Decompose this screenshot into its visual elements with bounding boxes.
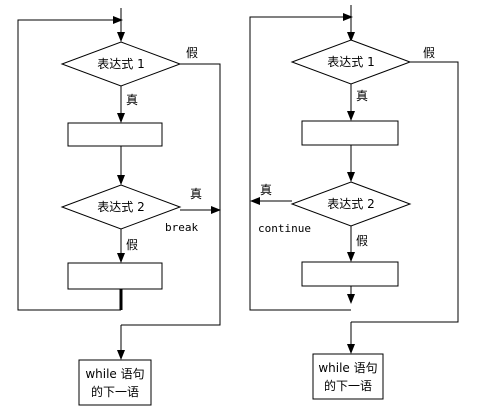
left-cond2-arrowhead xyxy=(117,175,125,185)
left-exit-arrowhead xyxy=(117,350,125,360)
right-continue-label: continue xyxy=(258,222,311,235)
left-loop-back-arrowhead xyxy=(113,16,123,24)
right-cond2-arrowhead xyxy=(347,172,355,182)
right-exit-arrowhead xyxy=(347,344,355,354)
right-loop-back-arrowhead xyxy=(343,13,353,21)
left-flowchart: 表达式 1 假 真 表达式 2 真 break 假 xyxy=(17,8,221,406)
right-condition1-text: 表达式 1 xyxy=(327,55,374,69)
right-loop-back-line xyxy=(249,16,351,311)
right-end-text-line2: 的下一语 xyxy=(324,378,372,393)
left-false1-label: 假 xyxy=(186,46,198,60)
right-box2-bottom-arrowhead xyxy=(347,294,355,304)
left-entry-arrowhead xyxy=(117,32,125,42)
left-end-text-line2: 的下一语 xyxy=(91,384,139,399)
right-true1-arrowhead xyxy=(347,111,355,121)
left-body-box2 xyxy=(67,262,163,290)
left-false1-line xyxy=(121,63,221,326)
right-false2-label: 假 xyxy=(356,234,368,248)
right-false1-line xyxy=(351,61,459,323)
left-false2-label: 假 xyxy=(126,238,138,252)
left-body-box1 xyxy=(67,122,163,147)
right-true1-label: 真 xyxy=(356,89,368,103)
left-true2-label: 真 xyxy=(190,187,202,201)
left-condition2-text: 表达式 2 xyxy=(97,200,144,214)
left-break-label: break xyxy=(165,221,198,234)
right-condition2-text: 表达式 2 xyxy=(327,197,374,211)
right-end-box xyxy=(312,353,384,400)
left-end-text-line1: while 语句 xyxy=(85,367,144,381)
right-entry-arrowhead xyxy=(347,32,355,42)
right-false2-arrowhead xyxy=(347,252,355,262)
right-false1-label: 假 xyxy=(423,46,435,60)
left-condition1-text: 表达式 1 xyxy=(97,57,144,71)
left-loop-back-line xyxy=(17,19,121,311)
left-true1-arrowhead xyxy=(117,113,125,123)
right-body-box1 xyxy=(301,120,399,146)
right-true2-label: 真 xyxy=(260,183,272,197)
left-end-box xyxy=(78,359,152,406)
right-end-text-line1: while 语句 xyxy=(318,361,377,375)
right-continue-arrowhead xyxy=(250,197,260,205)
left-false2-arrowhead xyxy=(117,253,125,263)
left-break-arrowhead xyxy=(211,206,221,214)
left-true1-label: 真 xyxy=(126,93,138,107)
right-body-box2 xyxy=(301,261,399,287)
right-flowchart: 表达式 1 假 真 表达式 2 真 continue 假 xyxy=(249,5,459,400)
